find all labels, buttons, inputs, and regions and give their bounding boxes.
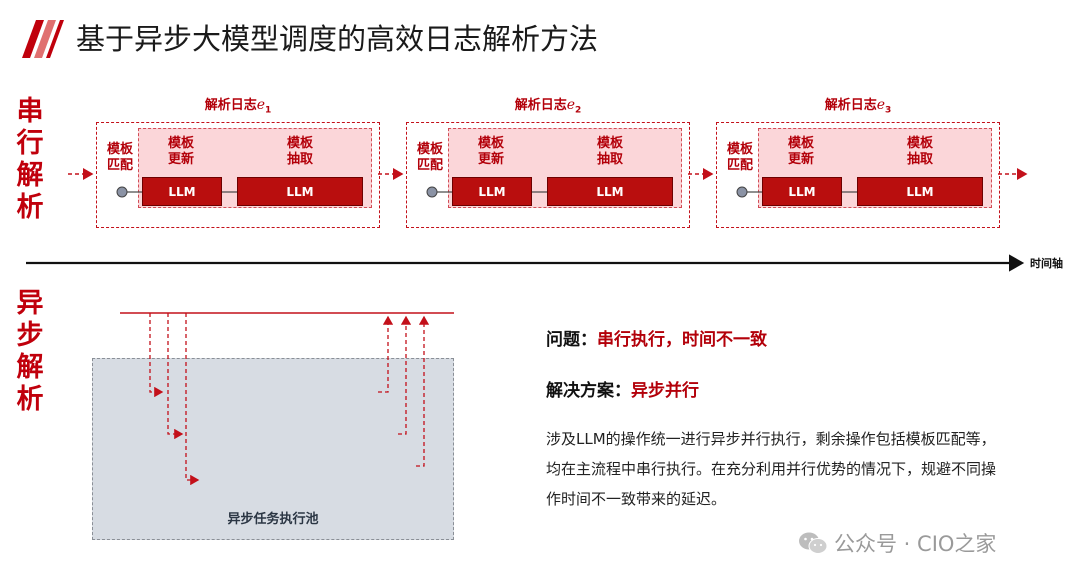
async-task-pool (92, 358, 454, 540)
llm-update-box-2: LLM (452, 177, 532, 206)
llm-extract-box-1: LLM (237, 177, 363, 206)
template-extract-label-3: 模板抽取 (906, 136, 933, 167)
template-extract-label-1: 模板抽取 (286, 136, 313, 167)
stage-box-3 (716, 122, 1000, 228)
page-title: 基于异步大模型调度的高效日志解析方法 (76, 22, 599, 56)
llm-extract-box-2: LLM (547, 177, 673, 206)
timeline-axis-label: 时间轴 (1030, 257, 1063, 270)
connector-1 (116, 186, 237, 198)
template-update-label-1: 模板更新 (167, 136, 194, 167)
async-parsing-label: 异步解析 (16, 288, 44, 415)
logo-slashes-icon (22, 20, 64, 58)
llm-extract-box-3: LLM (857, 177, 983, 206)
llm-update-box-3: LLM (762, 177, 842, 206)
template-extract-label-2: 模板抽取 (596, 136, 623, 167)
connector-2 (426, 186, 547, 198)
stage-box-2 (406, 122, 690, 228)
stage-title-2: 解析日志e2 (514, 97, 582, 116)
solution-description: 涉及LLM的操作统一进行异步并行执行，剩余操作包括模板匹配等，均在主流程中串行执… (546, 430, 997, 508)
template-update-label-2: 模板更新 (477, 136, 504, 167)
wechat-icon (799, 532, 828, 554)
stage-title-3: 解析日志e3 (824, 97, 892, 116)
template-match-label-1: 模板匹配 (106, 142, 133, 173)
connector-3 (736, 186, 857, 198)
solution-statement: 解决方案：异步并行 (546, 381, 699, 401)
serial-parsing-label: 串行解析 (16, 96, 44, 223)
stage-title-1: 解析日志e1 (204, 97, 272, 116)
template-match-label-3: 模板匹配 (726, 142, 753, 173)
stage-box-1 (96, 122, 380, 228)
serial-flow-diagram (26, 168, 1028, 272)
llm-update-box-1: LLM (142, 177, 222, 206)
async-flow-diagram (120, 312, 454, 486)
watermark: 公众号 · CIO之家 (798, 528, 996, 558)
template-match-label-2: 模板匹配 (416, 142, 443, 173)
problem-statement: 问题：串行执行，时间不一致 (546, 330, 767, 350)
template-update-label-3: 模板更新 (787, 136, 814, 167)
async-task-pool-label: 异步任务执行池 (227, 512, 319, 527)
